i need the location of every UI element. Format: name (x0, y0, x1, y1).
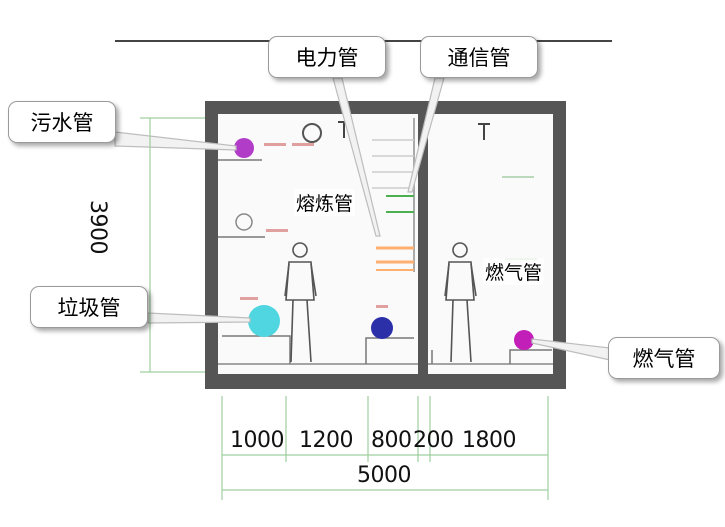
ceiling-lights (338, 121, 490, 140)
height-dimension (140, 117, 205, 373)
callout-garbage-pipe: 垃圾管 (30, 286, 148, 328)
right-chamber (428, 114, 553, 374)
left-platform (222, 335, 291, 364)
gas-pipe-icon (514, 330, 534, 350)
sewage-pipe-icon (234, 138, 254, 158)
right-platform-2 (509, 349, 552, 364)
dim-height: 3900 (85, 200, 110, 254)
dim-width-5: 1800 (462, 428, 517, 453)
callout-gas-pipe: 燃气管 (608, 337, 720, 379)
middle-platform (365, 337, 414, 364)
dim-width-2: 1200 (299, 428, 354, 453)
garbage-pipe-icon (248, 305, 280, 337)
fan-icon (302, 123, 322, 143)
label-gas-pipe-inner: 燃气管 (483, 258, 545, 285)
dim-total: 5000 (357, 463, 412, 488)
dim-width-3: 800 (371, 428, 412, 453)
worker-right (444, 242, 477, 363)
width-dimension (221, 396, 549, 500)
worker-left (284, 242, 317, 363)
dim-width-1: 1000 (230, 428, 285, 453)
cable-tray (372, 139, 414, 271)
dim-width-4: 200 (413, 428, 454, 453)
label-heat-pipe: 熔炼管 (294, 189, 356, 216)
callout-electric-pipe: 电力管 (268, 36, 386, 78)
callout-telecom-pipe: 通信管 (420, 36, 538, 78)
leader-lines (114, 77, 611, 361)
callout-sewage-pipe: 污水管 (8, 101, 116, 143)
blue-pipe-icon (371, 317, 393, 339)
small-pipe-icon (235, 213, 253, 231)
